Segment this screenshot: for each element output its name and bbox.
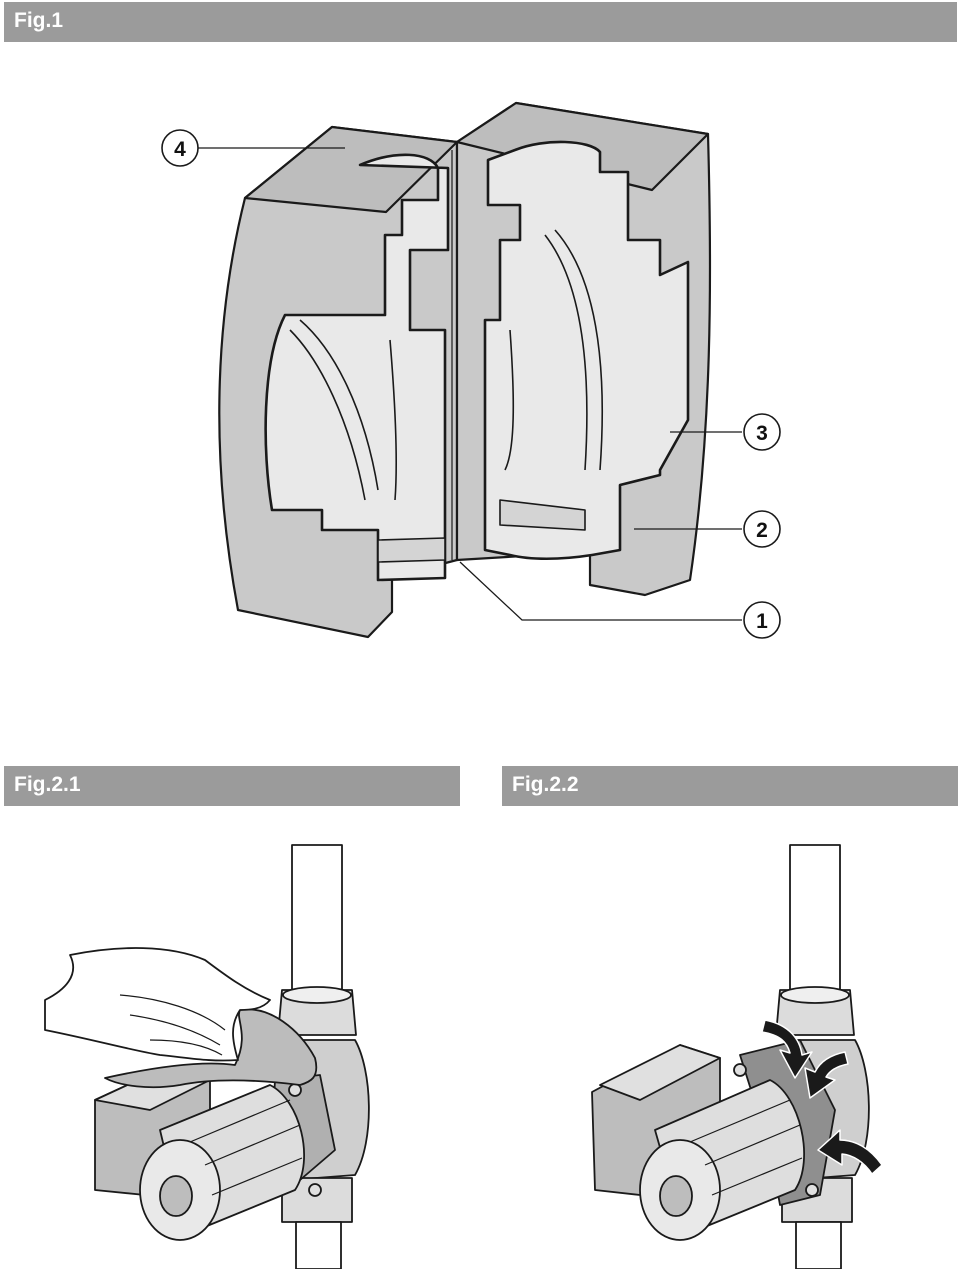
left-cavity-detail xyxy=(377,537,446,563)
hand-finger-lines xyxy=(119,994,226,1056)
fig22-title-bar: Fig.2.2 xyxy=(502,766,958,806)
motor-endcap-inner xyxy=(159,1175,193,1217)
electronics-box-top-2 xyxy=(599,1044,721,1101)
bolt-bottom-2 xyxy=(805,1183,819,1197)
pipe-bottom xyxy=(295,1221,342,1269)
pipe-bottom-2 xyxy=(795,1221,842,1269)
cleaning-cloth xyxy=(104,1008,318,1089)
right-cavity-curve xyxy=(504,229,604,471)
fig1-title: Fig.1 xyxy=(14,9,64,32)
motor-rib-5 xyxy=(704,1124,801,1166)
callout-2-circle xyxy=(743,510,781,548)
motor-rib-1 xyxy=(189,1099,291,1143)
callout-3: 3 xyxy=(756,422,768,445)
callout-4-circle xyxy=(161,129,199,167)
arrow-top xyxy=(761,1019,813,1079)
union-nut-top-rim xyxy=(282,986,352,1004)
callout-3-circle xyxy=(743,413,781,451)
motor-rib-3 xyxy=(211,1157,303,1196)
motor-rib-2 xyxy=(204,1124,301,1166)
leader-1 xyxy=(459,561,742,621)
arrow-right xyxy=(804,1051,849,1099)
bolt-top-2 xyxy=(733,1063,747,1077)
pipe-top-2 xyxy=(789,844,841,996)
callout-leaders xyxy=(198,147,742,621)
union-nut-bottom xyxy=(281,1177,353,1223)
motor-rib-4 xyxy=(689,1099,791,1143)
hand xyxy=(44,947,271,1062)
pump-cleaning-illustration xyxy=(44,844,370,1269)
motor-rib-6 xyxy=(711,1157,803,1196)
motor-endcap-inner-2 xyxy=(659,1175,693,1217)
callout-1-circle xyxy=(743,601,781,639)
callout-1: 1 xyxy=(756,610,768,633)
fig21-title: Fig.2.1 xyxy=(14,773,81,796)
right-cavity xyxy=(483,140,690,561)
callout-2: 2 xyxy=(756,519,768,542)
callout-circles xyxy=(161,129,781,639)
union-nut-top-rim-2 xyxy=(780,986,850,1004)
callout-4: 4 xyxy=(174,138,186,161)
pump-arrows-illustration xyxy=(591,844,883,1269)
bolt-bottom xyxy=(308,1183,322,1197)
fig22-title: Fig.2.2 xyxy=(512,773,579,796)
fig1-title-bar: Fig.1 xyxy=(4,2,957,42)
fig21-title-bar: Fig.2.1 xyxy=(4,766,460,806)
right-cavity-detail xyxy=(499,499,586,531)
insulation-shell-illustration xyxy=(218,101,712,639)
arrow-bottom xyxy=(817,1129,883,1175)
pipe-top xyxy=(291,844,343,996)
left-cavity-curve xyxy=(289,319,397,501)
